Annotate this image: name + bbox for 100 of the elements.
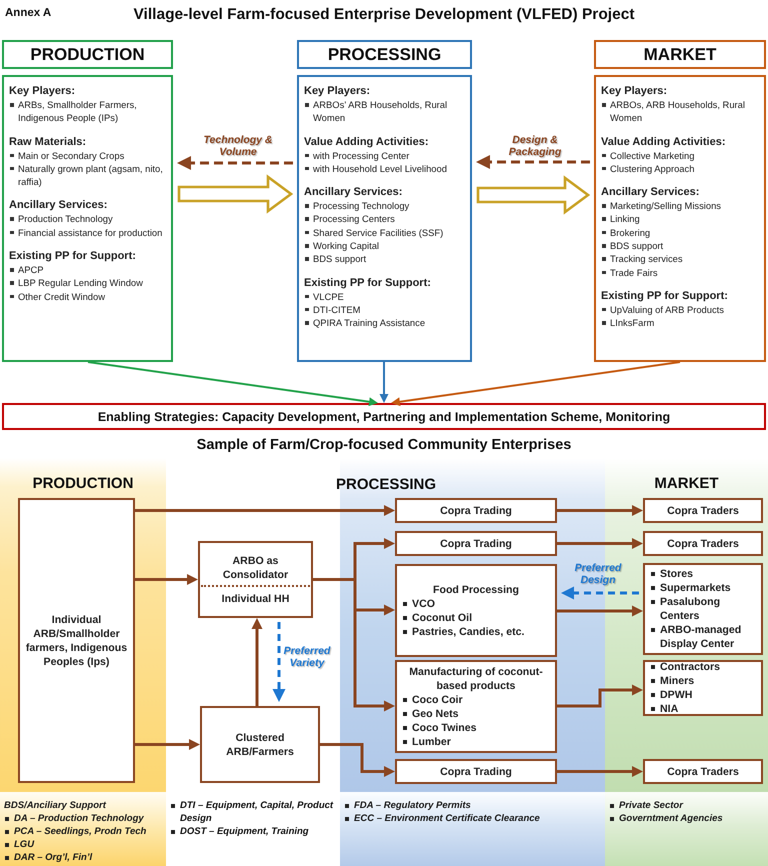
bullet-item: Other Credit Window bbox=[9, 290, 168, 303]
dashed-arrow bbox=[476, 155, 590, 169]
process-box bbox=[395, 660, 557, 753]
section-heading: Key Players: bbox=[304, 84, 372, 98]
bullet-item: Trade Fairs bbox=[601, 266, 761, 279]
section-heading: Existing PP for Support: bbox=[304, 276, 432, 290]
stage-title: PROCESSING bbox=[328, 44, 442, 64]
process-box bbox=[643, 660, 763, 716]
bullet-item: ARBOs’ ARB Households, Rural Women bbox=[304, 98, 467, 125]
bullet-item: Shared Service Facilities (SSF) bbox=[304, 226, 467, 240]
bullet-item: Financial assistance for production bbox=[9, 226, 168, 240]
process-box bbox=[643, 563, 763, 655]
section-heading: Ancillary Services: bbox=[304, 185, 404, 200]
bullet-item: Clustering Approach bbox=[601, 162, 761, 176]
note-item: DA – Production Technology bbox=[4, 812, 164, 825]
section-heading: Existing PP for Support: bbox=[601, 288, 729, 303]
section-heading: Raw Materials: bbox=[9, 134, 88, 149]
process-box bbox=[18, 498, 135, 783]
bullet-item: Linking bbox=[601, 212, 761, 226]
note-item: Governtment Agencies bbox=[609, 812, 766, 825]
note-item: DOST – Equipment, Training bbox=[170, 825, 338, 838]
note-item: ECC – Environment Certificate Clearance bbox=[344, 812, 603, 825]
process-box bbox=[643, 498, 763, 523]
connector-arrow bbox=[135, 505, 395, 516]
bullet-item: Stores bbox=[650, 567, 756, 581]
process-box bbox=[643, 531, 763, 556]
section-heading: Key Players: bbox=[9, 84, 76, 98]
stage-header-box bbox=[594, 40, 766, 69]
box-label: Clustered ARB/Farmers bbox=[225, 730, 295, 758]
box-label: Copra Trading bbox=[439, 536, 513, 550]
bullet-item: Contractors bbox=[650, 660, 756, 674]
note-item: DAR – Org’l, Fin’l bbox=[4, 851, 164, 864]
bullet-item: Production Technology bbox=[9, 212, 168, 226]
note-item: LGU bbox=[4, 838, 164, 851]
bullet-item: APCP bbox=[9, 263, 168, 276]
stage-header-box bbox=[2, 40, 173, 69]
page-title: Village-level Farm-focused Enterprise Development (VLFED) Project bbox=[133, 6, 635, 24]
connector-arrow bbox=[88, 361, 378, 406]
bullet-item: Collective Marketing bbox=[601, 148, 761, 162]
bullet-item: Tracking services bbox=[601, 252, 761, 266]
annex-label: Annex A bbox=[5, 7, 52, 19]
note-item: PCA – Seedlings, Prodn Tech bbox=[4, 825, 164, 838]
strategy-banner bbox=[2, 403, 766, 430]
note-heading: BDS/Anciliary Support bbox=[4, 799, 108, 812]
section-heading: Key Players: bbox=[601, 84, 668, 98]
bullet-item: with Household Level Livelihood bbox=[304, 162, 467, 176]
dashed-arrow bbox=[561, 586, 639, 600]
bullet-item: DTI-CITEM bbox=[304, 302, 467, 316]
stage-title: MARKET bbox=[644, 44, 716, 64]
process-box bbox=[395, 531, 557, 556]
box-label: Manufacturing of coconut-based products bbox=[408, 664, 544, 692]
connector-arrow bbox=[135, 574, 198, 585]
bullet-item: VLCPE bbox=[304, 290, 467, 303]
section-heading: Ancillary Services: bbox=[601, 185, 700, 200]
connector-arrow bbox=[320, 743, 395, 777]
bullet-item: BDS support bbox=[601, 239, 761, 252]
edge-label: Preferred Variety bbox=[282, 645, 332, 669]
column-heading: MARKET bbox=[653, 475, 720, 492]
edge-label: Preferred Design bbox=[574, 562, 622, 586]
box-label: ARBO as Consolidator bbox=[222, 554, 290, 582]
bullet-item: Supermarkets bbox=[650, 581, 756, 595]
column-heading: PROCESSING bbox=[336, 476, 436, 493]
process-box bbox=[643, 759, 763, 784]
bullet-item: ARBs, Smallholder Farmers, Indigenous People (IPs) bbox=[9, 98, 168, 125]
box-label: Individual ARB/Smallholder farmers, Indigenous Peoples (Ips) bbox=[25, 612, 128, 668]
bullet-item: Working Capital bbox=[304, 239, 467, 252]
bullet-item: LInksFarm bbox=[601, 316, 761, 330]
box-label: Copra Traders bbox=[666, 504, 740, 518]
bullet-item: BDS support bbox=[304, 252, 467, 266]
dashed-arrow bbox=[272, 622, 286, 702]
bullet-item: Geo Nets bbox=[402, 706, 550, 720]
bullet-item: ARBOs, ARB Households, Rural Women bbox=[601, 98, 761, 125]
connector-arrow bbox=[252, 618, 262, 706]
bullet-item: Main or Secondary Crops bbox=[9, 148, 168, 162]
column-band bbox=[0, 458, 166, 866]
section-heading: Value Adding Activities: bbox=[304, 134, 430, 149]
bullet-item: VCO bbox=[402, 596, 550, 610]
stage-title: PRODUCTION bbox=[30, 44, 145, 64]
bullet-item: UpValuing of ARB Products bbox=[601, 302, 761, 316]
bullet-item: Naturally grown plant (agsam, nito, raffia) bbox=[9, 162, 168, 188]
edge-label: Design & Packaging bbox=[508, 134, 562, 158]
info-panel bbox=[2, 75, 173, 362]
section-title: Sample of Farm/Crop-focused Community Enterprises bbox=[196, 437, 572, 453]
bullet-item: Coco Coir bbox=[402, 692, 550, 706]
note-item: FDA – Regulatory Permits bbox=[344, 799, 603, 812]
bullet-item: Coconut Oil bbox=[402, 610, 550, 624]
box-label: Copra Traders bbox=[666, 536, 740, 550]
bullet-item: Miners bbox=[650, 674, 756, 688]
box-label: Copra Trading bbox=[439, 504, 513, 518]
bullet-item: Brokering bbox=[601, 226, 761, 240]
info-panel bbox=[594, 75, 766, 362]
connector-arrow bbox=[557, 766, 643, 777]
bullet-item: DPWH bbox=[650, 688, 756, 702]
bullet-item: with Processing Center bbox=[304, 148, 467, 162]
block-arrow bbox=[178, 174, 294, 214]
box-label: Copra Trading bbox=[439, 764, 513, 778]
connector-arrow bbox=[380, 362, 388, 403]
box-label: Food Processing bbox=[432, 582, 520, 596]
connector-arrow bbox=[557, 684, 643, 708]
block-arrow bbox=[476, 175, 590, 215]
